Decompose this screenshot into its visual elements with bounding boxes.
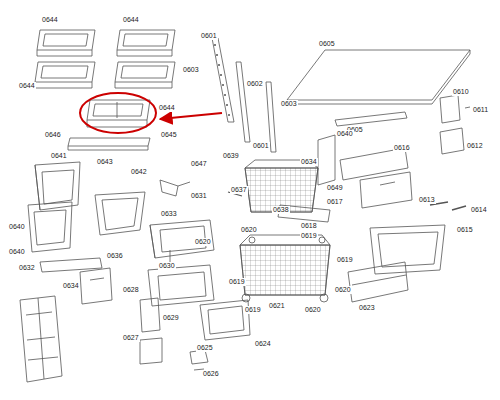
callout-number: 0634	[62, 282, 80, 290]
callout-number: 0621	[268, 302, 286, 310]
callout-number: 0643	[96, 158, 114, 166]
callout-number: 0601	[200, 32, 218, 40]
callout-number: 0627	[122, 334, 140, 342]
callout-number: 0614	[470, 206, 488, 214]
callout-number: 0644	[122, 16, 140, 24]
callout-number: 0620	[194, 238, 212, 246]
callout-number: 0618	[300, 222, 318, 230]
callout-number: 0644	[41, 16, 59, 24]
shelf-rails	[212, 38, 276, 152]
callout-number: 0649	[326, 184, 344, 192]
highlight-arrow	[160, 113, 222, 119]
callout-number: 0624	[254, 340, 272, 348]
callout-number: 0620	[240, 226, 258, 234]
callout-number: 0640	[8, 223, 26, 231]
callout-number: 0603	[182, 66, 200, 74]
callout-number: 0647	[190, 160, 208, 168]
callout-number: 0619	[244, 306, 262, 314]
callout-number: 0612	[466, 142, 484, 150]
callout-number: 0640	[336, 130, 354, 138]
shelf-brackets	[318, 135, 466, 210]
wire-basket-upper	[225, 158, 330, 222]
callout-number: 0601	[252, 142, 270, 150]
callout-number: 0619	[300, 232, 318, 240]
callout-number: 0620	[304, 306, 322, 314]
callout-number: 0620	[334, 286, 352, 294]
callout-number: 0616	[393, 144, 411, 152]
callout-number: 0605	[318, 40, 336, 48]
glass-shelf	[287, 50, 470, 154]
callout-number: 0603	[280, 100, 298, 108]
wire-basket-lower	[240, 235, 330, 302]
callout-number: 0630	[158, 262, 176, 270]
callout-number: 0626	[202, 370, 220, 378]
callout-number: 0645	[160, 131, 178, 139]
callout-number: 0613	[418, 196, 436, 204]
callout-number: 0629	[162, 314, 180, 322]
callout-number: 0640	[8, 248, 26, 256]
freezer-tray-and-bin	[348, 225, 445, 302]
callout-number: 0631	[190, 192, 208, 200]
callout-number: 0644	[158, 104, 176, 112]
callout-number: 0619	[336, 256, 354, 264]
callout-number: 0623	[358, 304, 376, 312]
callout-number: 0619	[228, 278, 246, 286]
callout-number: 0646	[44, 131, 62, 139]
door-shelves	[35, 30, 175, 150]
callout-number: 0642	[130, 168, 148, 176]
left-bins	[28, 162, 190, 304]
callout-number: 0633	[160, 210, 178, 218]
callout-number: 0611	[472, 106, 489, 114]
callout-number: 0628	[122, 286, 140, 294]
highlight-ellipse	[80, 93, 156, 133]
callout-number: 0615	[456, 226, 474, 234]
callout-number: 0644	[18, 82, 36, 90]
callout-number: 0610	[452, 88, 470, 96]
callout-number: 0641	[50, 152, 68, 160]
crisper-drawers	[140, 220, 250, 370]
callout-number: 0625	[196, 344, 214, 352]
callout-number: 0634	[300, 158, 318, 166]
callout-number: 0636	[106, 252, 124, 260]
callout-number: 0632	[18, 264, 36, 272]
callout-number: 0637	[230, 186, 248, 194]
fridge-thumbnail	[20, 296, 62, 382]
callout-number: 0639	[222, 152, 240, 160]
callout-number: 0638	[272, 206, 290, 214]
callout-number: 0602	[246, 80, 264, 88]
callout-number: 0617	[326, 198, 344, 206]
